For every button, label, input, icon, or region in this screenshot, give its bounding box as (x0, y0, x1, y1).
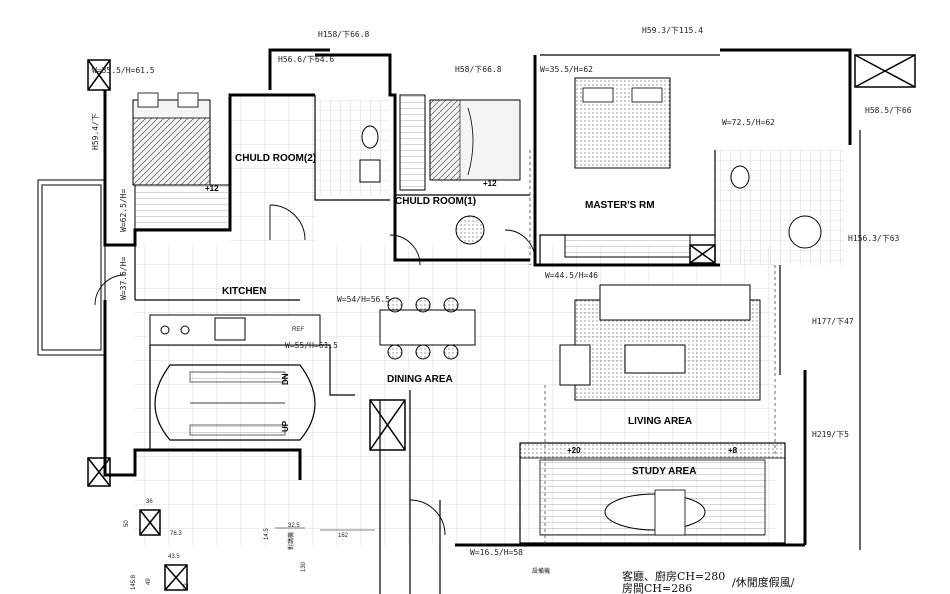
living-furniture (559, 284, 761, 401)
label-kitchen: KITCHEN (222, 286, 266, 297)
detail-325: 32.5 (288, 523, 300, 529)
dim-left-h59: H59.4/下 (91, 113, 100, 150)
dim-left-w62: W=62.5/H= (119, 188, 128, 232)
dim-h58r: H58.5/下66 (865, 106, 912, 115)
washer (455, 215, 485, 245)
detail-dimensions: 36 50 76.3 43.5 49 145.8 22 32.5 14.5 16… (124, 499, 550, 590)
bed-master (574, 77, 671, 169)
note-ceiling-living: 客廳、廚房CH=280 (622, 569, 725, 583)
left-balcony (37, 179, 106, 356)
note-style: /休閒度假風/ (732, 575, 795, 589)
label-child-room-1: CHULD ROOM(1) (395, 196, 476, 207)
dim-h59: H59.3/下115.4 (642, 26, 703, 35)
study-desk (519, 442, 786, 544)
dim-h177: H177/下47 (812, 317, 854, 326)
bed-room1 (429, 99, 521, 181)
detail-763: 76.3 (170, 531, 182, 537)
dim-h58: H58/下66.8 (455, 65, 502, 74)
detail-130: 130 (301, 561, 307, 572)
wardrobe-room2 (134, 184, 231, 231)
tag-plus12-a: +12 (205, 184, 219, 193)
detail-145: 14.5 (264, 528, 270, 540)
detail-435: 43.5 (168, 554, 180, 560)
tag-plus12-b: +12 (483, 179, 497, 188)
detail-162: 162 (338, 533, 349, 539)
dim-w44: W=44.5/H=46 (545, 271, 598, 280)
wardrobe-room1 (399, 94, 426, 191)
label-fridge: REF (292, 327, 304, 333)
detail-label-a: 對講機 (287, 532, 295, 550)
dim-w55: W=55/H=61.5 (285, 341, 338, 350)
doors (94, 204, 536, 536)
detail-1458: 145.8 (131, 574, 137, 590)
hidden-lines (529, 150, 776, 545)
detail-label-b: 設備機 (532, 567, 550, 575)
wardrobe-master (564, 234, 691, 258)
dim-h158: H158/下66.8 (318, 30, 370, 39)
kitchen-counter (149, 314, 321, 346)
detail-49: 49 (146, 578, 152, 585)
dim-left-w37: W=37.5/H= (119, 256, 128, 300)
label-dining-area: DINING AREA (387, 374, 453, 385)
tag-plus20: +20 (567, 446, 581, 455)
detail-50: 50 (124, 520, 130, 527)
label-study-area: STUDY AREA (632, 466, 696, 477)
label-master-room: MASTER'S RM (585, 200, 655, 211)
room2-floor (230, 95, 315, 245)
label-stair-up: UP (281, 420, 290, 432)
dim-h156r: H156.3/下63 (848, 234, 900, 243)
detail-22: 22 (184, 583, 190, 590)
label-child-room-2: CHULD ROOM(2) (235, 153, 316, 164)
dining-table (379, 297, 476, 360)
label-stair-down: DN (281, 373, 290, 385)
dim-h156: H56.6/下64.6 (278, 55, 334, 64)
dim-w54: W=54/H=56.5 (337, 295, 390, 304)
toilet-master (730, 165, 822, 249)
dim-w35-mid: W=35.5/H=62 (540, 65, 593, 74)
note-ceiling-room: 房間CH=286 (622, 582, 692, 594)
dim-h219: H219/下5 (812, 430, 849, 439)
tag-plus8: +8 (728, 446, 738, 455)
storage-boxes (87, 54, 916, 591)
bed-room2 (132, 92, 211, 186)
dim-w72: W=72.5/H=62 (722, 118, 775, 127)
dim-w16: W=16.5/H=58 (470, 548, 523, 557)
label-living-area: LIVING AREA (628, 416, 692, 427)
toilet-left (359, 125, 381, 183)
bath-master-floor (715, 150, 845, 265)
dim-top-left: W=35.5/H=61.5 (92, 66, 155, 75)
detail-36: 36 (146, 499, 153, 505)
staircase (154, 364, 316, 441)
